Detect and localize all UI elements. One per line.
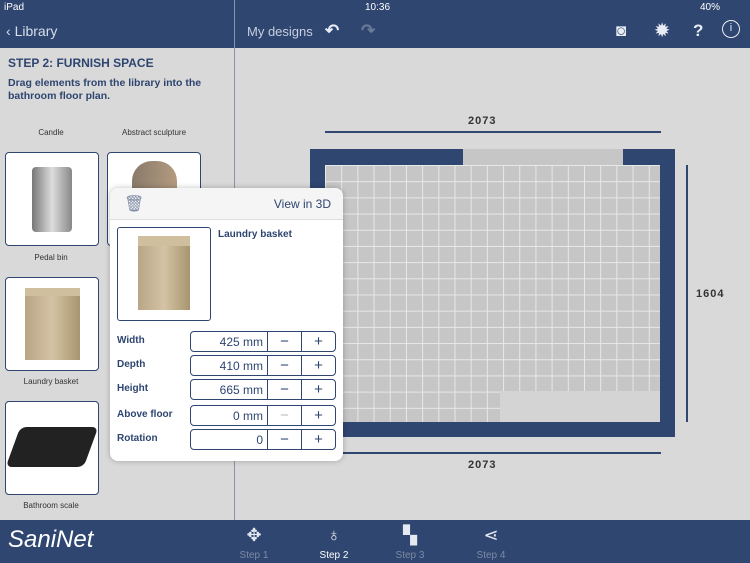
rotation-decrement-button[interactable]: − (280, 431, 289, 448)
rotation-increment-button[interactable]: + (301, 430, 335, 449)
undo-icon[interactable]: ↶ (325, 21, 340, 40)
help-icon[interactable]: ? (693, 21, 704, 40)
battery-label: 40% (700, 2, 721, 13)
step-1-button[interactable]: ✥ Step 1 (229, 520, 279, 561)
above-floor-increment-button[interactable]: + (301, 406, 335, 425)
view-3d-button[interactable]: View in 3D (273, 197, 331, 211)
laundry-basket-image (24, 288, 80, 360)
item-name: Laundry basket (218, 229, 292, 240)
trash-icon[interactable]: 🗑 (124, 196, 145, 213)
step-title: STEP 2: FURNISH SPACE (8, 56, 154, 70)
library-item-laundry-basket[interactable] (5, 277, 99, 371)
library-item-pedal-bin[interactable] (5, 152, 99, 246)
height-label: Height (117, 383, 149, 394)
item-caption: Bathroom scale (23, 501, 79, 510)
item-caption: Abstract sculpture (121, 128, 187, 137)
dimension-line-top (325, 131, 661, 133)
step-label: Step 1 (239, 550, 269, 561)
laundry-basket-image (138, 236, 190, 310)
rotation-input[interactable]: 0 (191, 430, 268, 449)
toilet-icon: ♁ (327, 525, 341, 545)
item-properties-popover: 🗑 View in 3D Laundry basket Width 425 mm… (110, 188, 343, 461)
door-opening (463, 149, 623, 165)
step-2-button[interactable]: ♁ Step 2 (309, 520, 359, 561)
status-bar: iPad 10:36 40% (0, 0, 750, 16)
top-bar: ‹ Library My designs ↶ ↷ ◙ ✹ ? i (0, 16, 750, 48)
above-floor-input[interactable]: 0 mm (191, 406, 268, 425)
step-label: Step 2 (319, 550, 349, 561)
bottom-bar: SaniNet ✥ Step 1 ♁ Step 2 ▚ Step 3 ⋖ Step 4 (0, 520, 750, 563)
depth-input[interactable]: 410 mm (191, 356, 268, 375)
saninet-logo: SaniNet (8, 526, 94, 553)
above-floor-stepper: 0 mm − + (190, 405, 336, 426)
dimension-depth: 1604 (696, 288, 725, 300)
depth-decrement-button[interactable]: − (280, 357, 289, 374)
width-stepper: 425 mm − + (190, 331, 336, 352)
step-3-button[interactable]: ▚ Step 3 (385, 520, 435, 561)
info-icon[interactable]: i (722, 20, 740, 38)
depth-stepper: 410 mm − + (190, 355, 336, 376)
item-caption: Candle (38, 128, 64, 137)
height-decrement-button[interactable]: − (280, 381, 289, 398)
item-caption: Laundry basket (23, 377, 79, 386)
item-preview (117, 227, 211, 321)
floor-empty-area (500, 391, 660, 422)
width-decrement-button[interactable]: − (280, 333, 289, 350)
dimension-line-bottom (325, 452, 661, 454)
scale-image (5, 427, 99, 467)
back-label: Library (14, 23, 58, 39)
floor-tile-grid[interactable] (325, 165, 660, 422)
item-caption: Pedal bin (34, 253, 68, 262)
dimension-line-right (686, 165, 688, 422)
height-stepper: 665 mm − + (190, 379, 336, 400)
popover-header: 🗑 View in 3D (110, 188, 343, 220)
step-4-button[interactable]: ⋖ Step 4 (466, 520, 516, 561)
rotation-label: Rotation (117, 433, 158, 444)
share-icon: ⋖ (483, 525, 499, 545)
camera-icon[interactable]: ◙ (616, 21, 627, 40)
above-floor-label: Above floor (117, 409, 173, 420)
move-icon: ✥ (246, 525, 262, 545)
gear-icon[interactable]: ✹ (655, 21, 670, 40)
depth-label: Depth (117, 359, 146, 370)
width-increment-button[interactable]: + (301, 332, 335, 351)
tiles-icon: ▚ (403, 525, 417, 545)
device-label: iPad (4, 2, 25, 13)
my-designs-button[interactable]: My designs (247, 24, 313, 39)
library-item-bathroom-scale[interactable] (5, 401, 99, 495)
dimension-width-top: 2073 (468, 115, 497, 127)
pedal-bin-image (32, 167, 72, 232)
height-input[interactable]: 665 mm (191, 380, 268, 399)
depth-increment-button[interactable]: + (301, 356, 335, 375)
step-label: Step 3 (395, 550, 425, 561)
step-label: Step 4 (476, 550, 506, 561)
dimension-width-bottom: 2073 (468, 459, 497, 471)
width-input[interactable]: 425 mm (191, 332, 268, 351)
redo-icon[interactable]: ↷ (361, 21, 376, 40)
back-button[interactable]: ‹ Library (6, 23, 58, 39)
width-label: Width (117, 335, 145, 346)
step-description: Drag elements from the library into the … (8, 77, 202, 102)
rotation-stepper: 0 − + (190, 429, 336, 450)
clock: 10:36 (365, 2, 391, 13)
height-increment-button[interactable]: + (301, 380, 335, 399)
above-floor-decrement-button[interactable]: − (280, 407, 289, 424)
